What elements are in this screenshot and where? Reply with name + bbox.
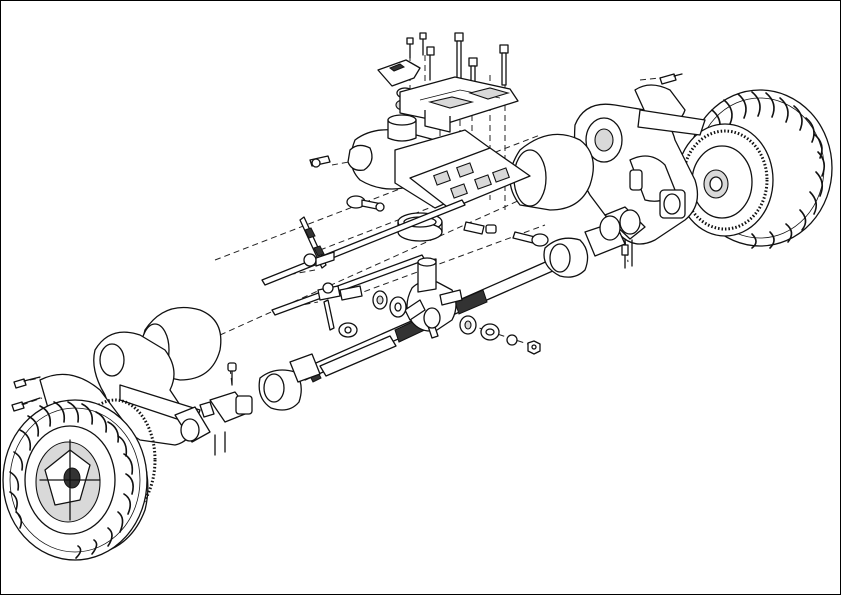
washers-and-nuts (372, 290, 541, 355)
pinion-housing (404, 257, 463, 339)
front-left-wheel (2, 373, 157, 561)
front-right-wheel (676, 89, 833, 249)
left-screws (11, 376, 41, 412)
rack-couplings (258, 215, 626, 411)
rod-ends (346, 195, 549, 247)
chassis-mount-plate (399, 76, 519, 133)
right-motor (509, 133, 594, 211)
right-upright (573, 84, 706, 269)
tie-rods (261, 199, 466, 338)
steering-chassis-casting (309, 114, 531, 210)
